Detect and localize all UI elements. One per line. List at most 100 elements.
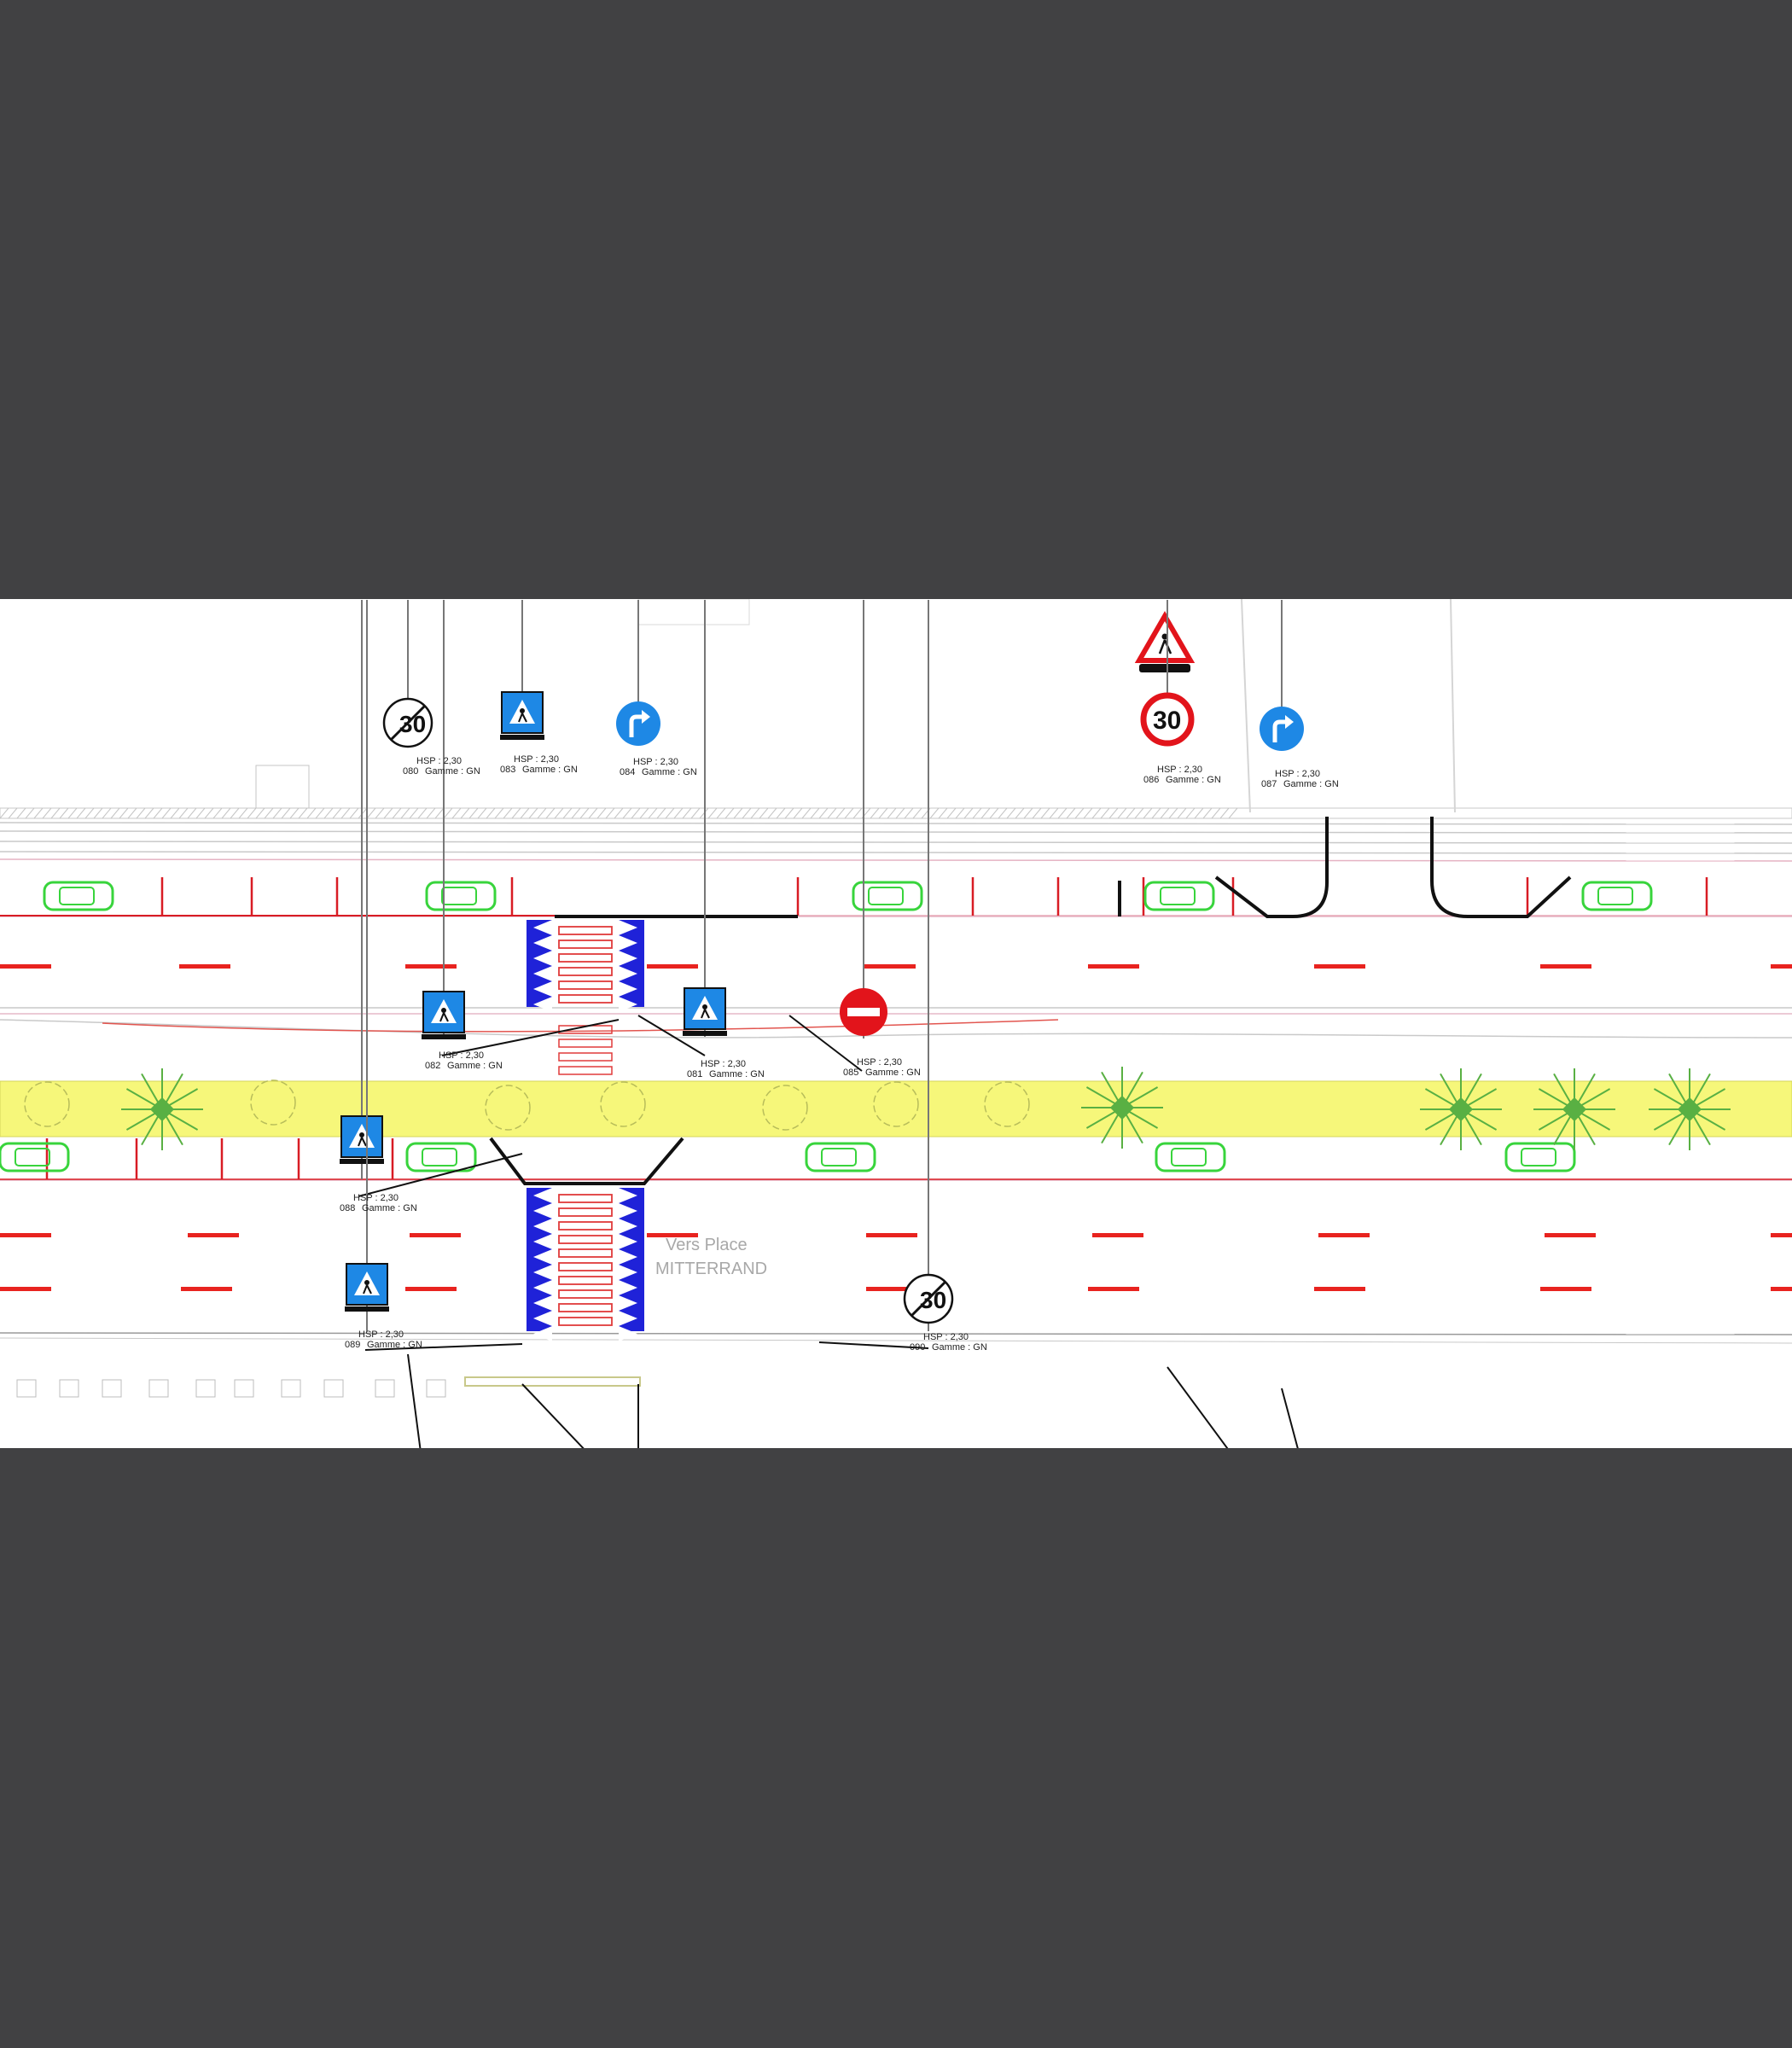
pedestrian-leg [366,1284,372,1295]
hatch-line [835,807,846,819]
crosswalk-bar [558,1066,613,1075]
lane-dash [1771,1233,1792,1237]
tooth [619,1249,637,1265]
hatch-line [42,807,52,819]
tooth [619,1188,637,1203]
tooth [619,1234,637,1249]
curb-line [0,1332,1792,1335]
arrow-shaft [1272,719,1287,742]
lane-dash [1771,1287,1792,1291]
pedestrian-leg [439,1012,445,1022]
street-furniture [426,1379,446,1398]
crosswalk-bar [558,1039,613,1048]
hatch-line [1108,807,1119,819]
pedestrian-leg [704,1009,710,1019]
hatch-line [844,807,854,819]
street-furniture [281,1379,301,1398]
tooth [533,966,552,981]
speed-value: 30 [1153,707,1181,735]
hatch-line [33,807,44,819]
crosswalk-bar [558,994,613,1004]
hatch-line [50,807,61,819]
sign-base [340,1159,384,1164]
hatch-line [468,807,479,819]
tooth [533,997,552,1012]
hatch-line [579,807,590,819]
parked-car-icon [1155,1142,1226,1172]
hatch-line [102,807,112,819]
hatch-line [67,807,78,819]
sign-number-label: 083 [500,765,515,775]
parking-bays [0,877,1792,1180]
sign-gamme-label: Gamme : GN [522,765,578,775]
tooth [619,1265,637,1280]
sign-number-label: 081 [687,1069,702,1079]
car-roof [1521,1148,1556,1167]
lane-dash [410,1233,461,1237]
hatch-line [690,807,701,819]
hatch-line [451,807,462,819]
lane-dash [1088,964,1139,969]
hatch-line [750,807,760,819]
hatch-line [221,807,231,819]
street-furniture [234,1379,254,1398]
hatch-line [852,807,863,819]
lane-dash [181,1287,232,1291]
crosswalk-bar [558,1276,613,1285]
lane-dash [864,964,916,969]
hatch-line [827,807,837,819]
sign-base [683,1031,727,1036]
car-roof [821,1148,857,1167]
tooth [619,1219,637,1234]
hatch-line [639,807,649,819]
tree-outline [873,1081,919,1127]
pedestrian-crossings [527,920,644,1341]
sign-hsp-label: HSP : 2,30 [416,756,462,766]
hatch-line [136,807,146,819]
hatch-line [426,807,436,819]
tooth [533,1249,552,1265]
hatch-line [1177,807,1187,819]
car-roof [1160,887,1196,905]
tooth [619,997,637,1012]
curb-black [1214,817,1329,918]
sign-number-label: 087 [1261,779,1277,789]
parked-car-icon [1581,881,1653,911]
hatch-line [1228,807,1238,819]
lane-dash [0,1287,51,1291]
tooth [619,935,637,951]
hatch-line [255,807,265,819]
sign-disc [616,701,660,746]
street-furniture [16,1379,37,1398]
sign-number-label: 088 [340,1203,355,1213]
hatch-line [349,807,359,819]
lane-dash [1540,1287,1591,1291]
sign-hsp-label: HSP : 2,30 [439,1050,484,1061]
sidewalk-line [0,830,1792,834]
tree-trunk [149,1097,175,1122]
end-speed-limit-icon: 30 [903,1273,954,1324]
crosswalk-bar [558,926,613,935]
street-furniture [375,1379,395,1398]
turn-right-arrow-icon [1260,707,1304,751]
sign-hsp-label: HSP : 2,30 [1157,765,1202,775]
tooth [533,1326,552,1341]
pedestrian-leg [1158,639,1167,655]
car-body [425,881,497,911]
hatch-line [1091,807,1102,819]
hatch-line [622,807,632,819]
median-fill [0,1080,1792,1137]
arrow-head [642,710,650,724]
sign-number-label: 086 [1143,775,1159,785]
crosswalk-bar [558,1207,613,1217]
end-speed-value: 30 [399,711,426,737]
sign-gamme-label: Gamme : GN [1166,775,1221,785]
hatch-line [187,807,197,819]
hatch-line [494,807,504,819]
hatch-line [383,807,393,819]
building-outline [637,599,750,625]
crosswalk-bar [558,1303,613,1312]
